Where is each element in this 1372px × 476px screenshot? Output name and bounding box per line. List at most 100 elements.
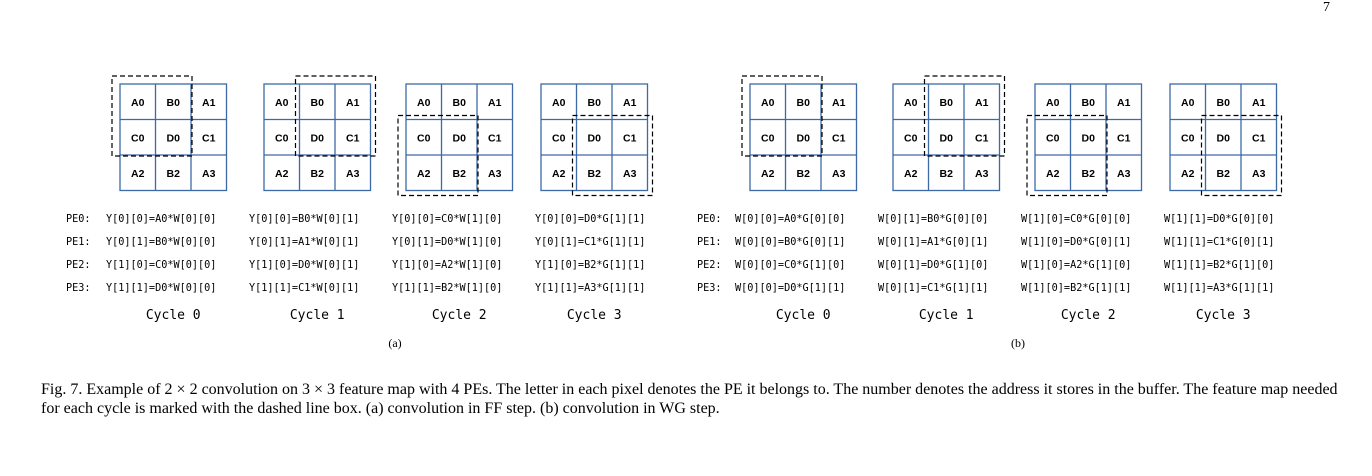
pixel-label: B0 (1082, 97, 1096, 109)
pixel-label: A3 (202, 168, 216, 180)
dashed-window-box (571, 114, 654, 197)
cycle-label: Cycle 1 (290, 308, 345, 323)
subfigure-label: (a) (388, 336, 401, 350)
pe-label: PE2: (66, 260, 91, 271)
pixel-label: B2 (1082, 168, 1096, 180)
pe-equation: Y[1][1]=A3*G[1][1] (535, 283, 645, 294)
pixel-label: D0 (1217, 132, 1231, 144)
pe-label: PE0: (697, 214, 722, 225)
pixel-label: C0 (1181, 132, 1195, 144)
pe-equation: W[1][1]=D0*G[0][0] (1164, 214, 1274, 225)
grid-border (1034, 83, 1143, 192)
pixel-label: B2 (797, 168, 811, 180)
pe-equation: Y[1][1]=C1*W[0][1] (249, 283, 359, 294)
pe-equation: W[1][0]=B2*G[1][1] (1021, 283, 1131, 294)
grid-border (1169, 83, 1278, 192)
cycle-label: Cycle 3 (1196, 308, 1251, 323)
pe-equation: W[0][0]=C0*G[1][0] (735, 260, 845, 271)
pe-equation: W[1][1]=B2*G[1][0] (1164, 260, 1274, 271)
pixel-label: A3 (488, 168, 502, 180)
pe-equation: Y[1][0]=B2*G[1][1] (535, 260, 645, 271)
pixel-label: A0 (417, 97, 431, 109)
pixel-label: C1 (623, 132, 637, 144)
pixel-label: A1 (1252, 97, 1266, 109)
pe-equation: W[0][1]=D0*G[1][0] (878, 260, 988, 271)
pixel-label: A0 (761, 97, 775, 109)
pe-equation: Y[0][1]=D0*W[1][0] (392, 237, 502, 248)
pixel-label: A3 (975, 168, 989, 180)
pe-equation: W[1][0]=C0*G[0][0] (1021, 214, 1131, 225)
grid-border (405, 83, 514, 192)
pe-equation: W[0][0]=B0*G[0][1] (735, 237, 845, 248)
pixel-label: B0 (588, 97, 602, 109)
pixel-label: A3 (832, 168, 846, 180)
pe-equation: Y[1][1]=D0*W[0][0] (106, 283, 216, 294)
pixel-label: B0 (797, 97, 811, 109)
pe-label: PE1: (697, 237, 722, 248)
pixel-label: D0 (940, 132, 954, 144)
subfigure-label: (b) (1011, 336, 1025, 350)
pixel-label: C1 (346, 132, 360, 144)
pixel-label: A2 (761, 168, 775, 180)
pe-equation: Y[0][1]=A1*W[0][1] (249, 237, 359, 248)
pixel-label: C0 (761, 132, 775, 144)
pixel-label: A0 (552, 97, 566, 109)
pixel-label: B0 (311, 97, 325, 109)
cycle-label: Cycle 3 (567, 308, 622, 323)
pixel-label: B2 (453, 168, 467, 180)
dashed-window-box (1026, 114, 1108, 197)
pixel-label: A2 (552, 168, 566, 180)
pe-equation: W[0][1]=C1*G[1][1] (878, 283, 988, 294)
dashed-window-box (397, 114, 479, 197)
pe-label: PE3: (697, 283, 722, 294)
pixel-label: C1 (832, 132, 846, 144)
pixel-label: B0 (940, 97, 954, 109)
pixel-label: A0 (131, 97, 145, 109)
pe-equation: Y[0][0]=D0*G[1][1] (535, 214, 645, 225)
pixel-label: B2 (311, 168, 325, 180)
grid-border (119, 83, 228, 192)
cycle-label: Cycle 1 (919, 308, 974, 323)
pixel-label: B2 (940, 168, 954, 180)
pixel-label: A2 (1181, 168, 1195, 180)
dashed-window-box (1200, 114, 1283, 197)
pixel-label: A3 (1252, 168, 1266, 180)
pe-equation: W[0][1]=B0*G[0][0] (878, 214, 988, 225)
pe-equation: Y[1][0]=D0*W[0][1] (249, 260, 359, 271)
pixel-label: D0 (1082, 132, 1096, 144)
pe-equation: Y[1][0]=A2*W[1][0] (392, 260, 502, 271)
pixel-label: A1 (202, 97, 216, 109)
pixel-label: D0 (797, 132, 811, 144)
pixel-label: B2 (167, 168, 181, 180)
pixel-label: C1 (975, 132, 989, 144)
pe-equation: Y[0][0]=C0*W[1][0] (392, 214, 502, 225)
pe-equation: W[1][0]=A2*G[1][0] (1021, 260, 1131, 271)
pixel-label: C1 (1117, 132, 1131, 144)
grid-border (540, 83, 649, 192)
pe-equation: Y[0][0]=B0*W[0][1] (249, 214, 359, 225)
pixel-label: C1 (202, 132, 216, 144)
pixel-label: A1 (623, 97, 637, 109)
dashed-window-box (294, 75, 377, 157)
pe-label: PE1: (66, 237, 91, 248)
pixel-label: A0 (1046, 97, 1060, 109)
grid-border (892, 83, 1001, 192)
pixel-label: A3 (1117, 168, 1131, 180)
cycle-label: Cycle 0 (146, 308, 201, 323)
pixel-label: A2 (1046, 168, 1060, 180)
pe-equation: Y[0][0]=A0*W[0][0] (106, 214, 216, 225)
pixel-label: C1 (488, 132, 502, 144)
pixel-label: A3 (346, 168, 360, 180)
pe-equation: W[1][0]=D0*G[0][1] (1021, 237, 1131, 248)
pixel-label: A3 (623, 168, 637, 180)
pe-equation: Y[0][1]=B0*W[0][0] (106, 237, 216, 248)
dashed-window-box (741, 75, 823, 157)
pixel-label: A1 (1117, 97, 1131, 109)
pixel-label: B2 (588, 168, 602, 180)
pixel-label: C0 (552, 132, 566, 144)
cycle-label: Cycle 2 (432, 308, 487, 323)
pixel-label: B0 (453, 97, 467, 109)
pe-equation: W[0][0]=A0*G[0][0] (735, 214, 845, 225)
pixel-label: A0 (275, 97, 289, 109)
pixel-label: D0 (588, 132, 602, 144)
